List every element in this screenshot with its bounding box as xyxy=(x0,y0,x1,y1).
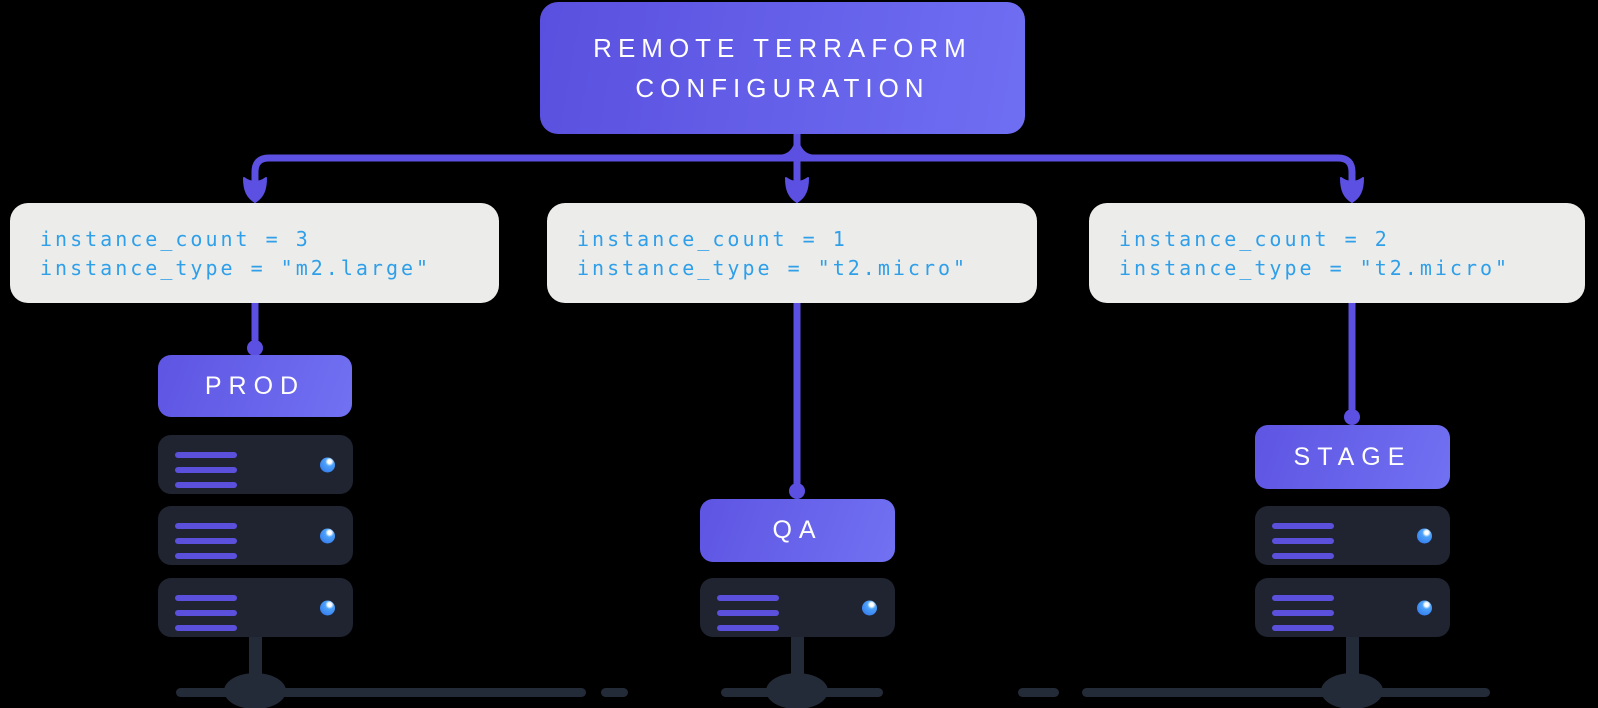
server-unit-prod-2 xyxy=(158,506,353,565)
server-led-icon xyxy=(862,600,877,615)
server-led-icon xyxy=(1417,600,1432,615)
server-unit-stage-1 xyxy=(1255,506,1450,565)
server-rack-lines-icon xyxy=(1272,595,1334,640)
server-unit-prod-3 xyxy=(158,578,353,637)
ground-dash xyxy=(601,688,628,697)
code-line-instance-count: instance_count = 3 xyxy=(40,226,311,251)
server-stand-foot-prod xyxy=(224,673,286,708)
code-line-instance-type: instance_type = "t2.micro" xyxy=(1119,255,1511,280)
env-label-qa: QA xyxy=(700,499,895,562)
code-line-instance-count: instance_count = 1 xyxy=(577,226,848,251)
server-unit-prod-1 xyxy=(158,435,353,494)
server-rack-lines-icon xyxy=(175,452,237,497)
root-node: REMOTE TERRAFORM CONFIGURATION xyxy=(540,2,1025,134)
env-label-prod: PROD xyxy=(158,355,352,417)
server-led-icon xyxy=(320,528,335,543)
arrowhead-stage xyxy=(1340,177,1364,203)
code-box-stage: instance_count = 2 instance_type = "t2.m… xyxy=(1089,203,1585,303)
server-led-icon xyxy=(320,600,335,615)
server-stand-foot-qa xyxy=(766,673,828,708)
root-node-title: REMOTE TERRAFORM CONFIGURATION xyxy=(593,33,972,103)
ground-dash xyxy=(1018,688,1059,697)
drop-dot-stage xyxy=(1344,409,1360,425)
server-rack-lines-icon xyxy=(175,595,237,640)
server-rack-lines-icon xyxy=(717,595,779,640)
server-rack-lines-icon xyxy=(175,523,237,568)
server-led-icon xyxy=(1417,528,1432,543)
code-box-prod: instance_count = 3 instance_type = "m2.l… xyxy=(10,203,499,303)
ground-line-segment xyxy=(1082,688,1490,697)
code-line-instance-type: instance_type = "m2.large" xyxy=(40,255,432,280)
env-label-stage: STAGE xyxy=(1255,425,1450,489)
code-line-instance-type: instance_type = "t2.micro" xyxy=(577,255,969,280)
server-stand-foot-stage xyxy=(1321,673,1383,708)
arrowhead-prod xyxy=(243,177,267,203)
drop-dot-qa xyxy=(789,483,805,499)
server-rack-lines-icon xyxy=(1272,523,1334,568)
arrowhead-qa xyxy=(785,177,809,203)
drop-dot-prod xyxy=(247,340,263,356)
code-line-instance-count: instance_count = 2 xyxy=(1119,226,1390,251)
connector-fillet-right xyxy=(793,142,816,162)
server-led-icon xyxy=(320,457,335,472)
code-box-qa: instance_count = 1 instance_type = "t2.m… xyxy=(547,203,1037,303)
server-unit-qa-1 xyxy=(700,578,895,637)
ground-line-segment xyxy=(176,688,586,697)
server-unit-stage-2 xyxy=(1255,578,1450,637)
